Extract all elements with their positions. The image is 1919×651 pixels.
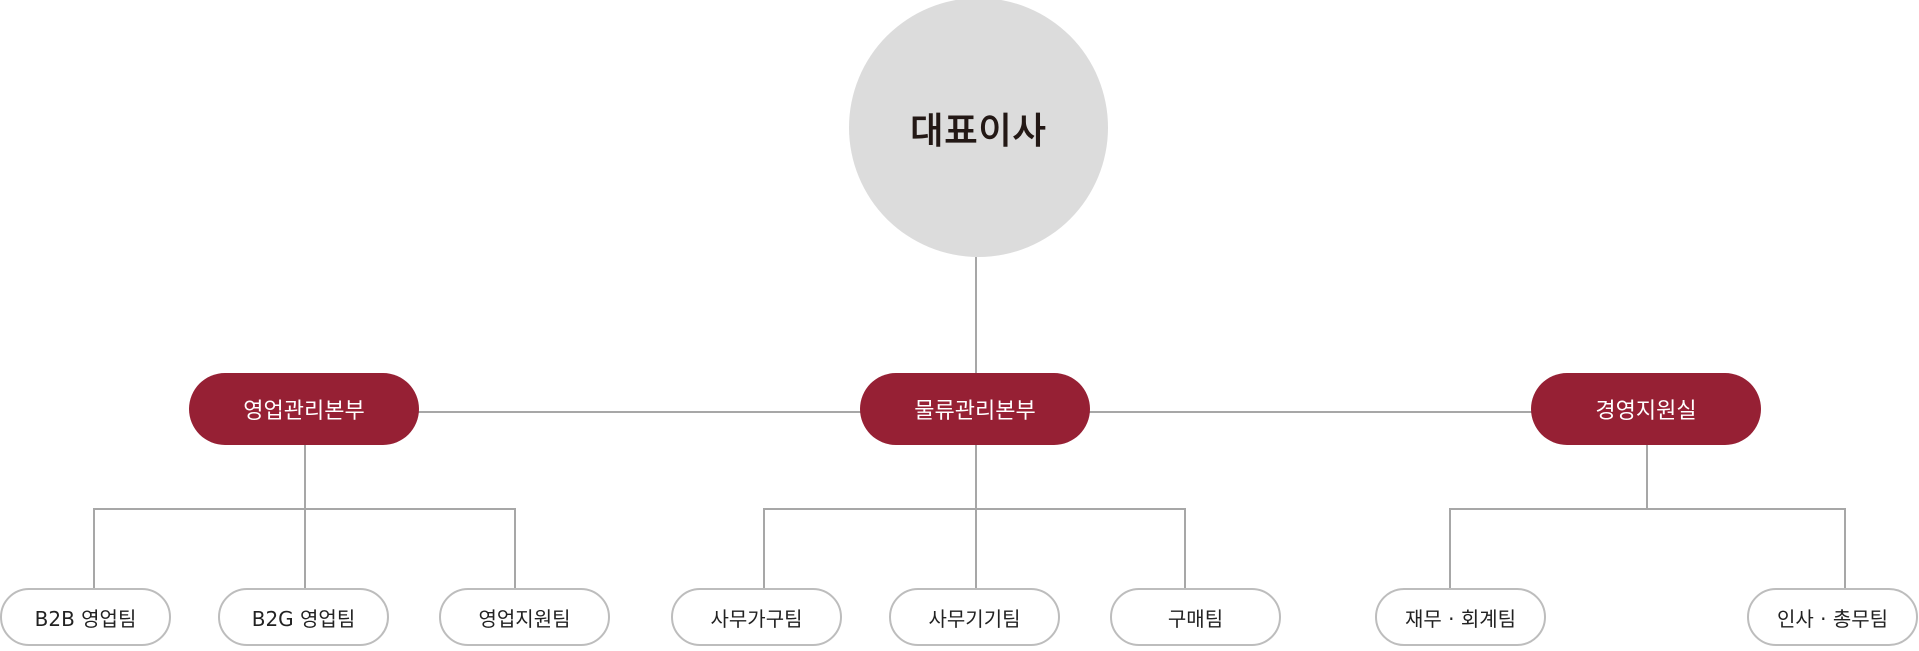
team-label: 영업지원팀	[478, 606, 571, 631]
connector-sales-team-1	[93, 508, 95, 589]
ceo-node: 대표이사	[849, 0, 1108, 257]
team-label: 구매팀	[1167, 606, 1224, 631]
connector-sales-team-2	[304, 508, 306, 589]
connector-logistics-down	[975, 444, 977, 509]
team-label: 사무기기팀	[928, 606, 1021, 631]
connector-logistics-team-1	[763, 508, 765, 589]
team-purchasing: 구매팀	[1110, 588, 1281, 646]
connector-logistics-team-3	[1184, 508, 1186, 589]
division-management-support: 경영지원실	[1531, 373, 1761, 445]
team-sales-support: 영업지원팀	[439, 588, 610, 646]
connector-logistics-team-2	[975, 508, 977, 589]
connector-management-team-bus	[1449, 508, 1846, 510]
connector-logistics-team-bus	[763, 508, 1186, 510]
division-label: 물류관리본부	[914, 399, 1036, 424]
division-label: 경영지원실	[1595, 399, 1697, 424]
connector-management-down	[1646, 444, 1648, 509]
team-label: B2G 영업팀	[251, 606, 356, 631]
ceo-label: 대표이사	[910, 110, 1047, 152]
team-label: 인사 · 총무팀	[1776, 606, 1889, 631]
team-hr-general-affairs: 인사 · 총무팀	[1747, 588, 1918, 646]
connector-sales-down	[304, 444, 306, 509]
team-label: 재무 · 회계팀	[1404, 606, 1517, 631]
team-b2b-sales: B2B 영업팀	[0, 588, 171, 646]
team-office-furniture: 사무가구팀	[671, 588, 842, 646]
connector-management-team-2	[1844, 508, 1846, 589]
connector-management-team-1	[1449, 508, 1451, 589]
team-office-equipment: 사무기기팀	[889, 588, 1060, 646]
connector-sales-team-3	[514, 508, 516, 589]
team-finance-accounting: 재무 · 회계팀	[1375, 588, 1546, 646]
connector-ceo-to-divisions	[975, 257, 977, 374]
division-label: 영업관리본부	[243, 399, 365, 424]
division-sales-management: 영업관리본부	[189, 373, 419, 445]
team-label: 사무가구팀	[710, 606, 803, 631]
division-logistics-management: 물류관리본부	[860, 373, 1090, 445]
team-b2g-sales: B2G 영업팀	[218, 588, 389, 646]
team-label: B2B 영업팀	[34, 606, 137, 631]
